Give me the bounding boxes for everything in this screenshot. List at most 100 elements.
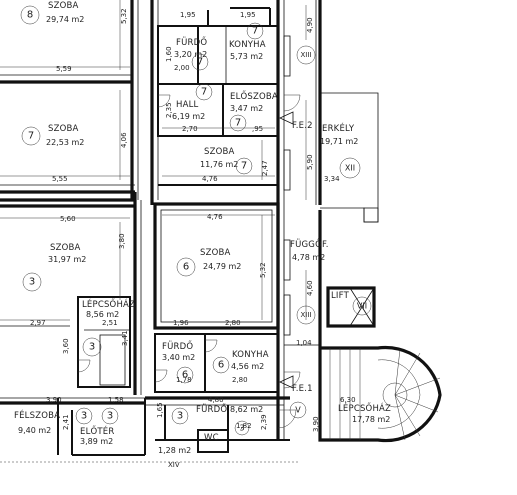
dimension-label: 3,90 [46, 396, 62, 404]
dimension-label: 3,80 [118, 233, 126, 249]
dimension-label: 1,95 [240, 11, 256, 19]
misc-labels: F.E.2 F.E.1 XIV 6,30 [168, 121, 356, 469]
dimension-label: 5,90 [306, 154, 314, 170]
unit-number: 3 [29, 277, 35, 288]
dimension-label: 5,32 [120, 8, 128, 24]
dimension-label: 2,35 [165, 102, 173, 118]
room-area: 3,40 m2 [162, 353, 195, 362]
room-area: 19,71 m2 [320, 137, 358, 146]
dimension-label: 3,41 [121, 330, 129, 346]
room-area: 4,78 m2 [292, 253, 325, 262]
dimension-label: 4,80 [208, 396, 224, 404]
room-name: ELŐSZOBA [230, 91, 278, 102]
dimension-label: 4,76 [207, 213, 223, 221]
dimension-label: 2,39 [260, 414, 268, 430]
entrance-label: F.E.1 [292, 384, 313, 394]
dimension-label: 1,82 [236, 422, 252, 430]
room-name: FÜRDŐ [196, 404, 227, 415]
room-area: 6,19 m2 [172, 112, 205, 121]
room-area: 8,62 m2 [230, 405, 263, 414]
dimension-label: 4,76 [202, 175, 218, 183]
dimension-label: 1,60 [165, 46, 173, 62]
dimension-label: ,95 [252, 125, 263, 133]
dimension-label: 5,59 [56, 65, 72, 73]
unit-number: XII [345, 164, 355, 173]
dimensions: 5,59 5,32 1,95 1,95 1,60 2,00 4,06 5,55 … [30, 8, 340, 432]
room-name: ERKÉLY [322, 122, 355, 134]
unit-number: 3 [177, 411, 183, 422]
unit-number: 7 [28, 131, 34, 142]
dimension-label: 1,95 [180, 11, 196, 19]
dimension-label: 2,47 [261, 160, 269, 176]
room-name: SZOBA [48, 124, 79, 134]
dimension-label: 1,58 [108, 396, 124, 404]
dimension-label: 3,60 [62, 338, 70, 354]
room-name: SZOBA [200, 248, 231, 258]
entrance-label: F.E.2 [292, 121, 313, 131]
dimension-label: 3,34 [324, 175, 340, 183]
unit-number: 3 [81, 411, 87, 422]
dimension-label: 1,96 [173, 319, 189, 327]
room-area: 5,73 m2 [230, 52, 263, 61]
dimension-label: 1,65 [156, 402, 164, 418]
room-labels: SZOBA 29,74 m2 FÜRDŐ 3,20 m2 KONYHA 5,73… [14, 1, 391, 455]
room-area: 4,56 m2 [231, 362, 264, 371]
dimension-label: 3,90 [312, 416, 320, 432]
unit-number: 3 [89, 342, 95, 353]
dimension-label: 5,32 [259, 262, 267, 278]
unit-markers: 8 7 7 7 7 7 7 XII 3 6 XIII 3 6 6 VII 3 3… [20, 5, 372, 436]
room-name: SZOBA [48, 1, 79, 11]
room-name: KONYHA [232, 350, 269, 360]
room-area: 9,40 m2 [18, 426, 51, 435]
room-name: FÉLSZOBA [14, 409, 60, 421]
room-name: ELŐTÉR [80, 425, 114, 437]
axis-label: XIV [168, 461, 180, 469]
dimension-label: 1,04 [296, 339, 312, 347]
room-name: FÜRDŐ [176, 37, 207, 48]
room-area: 8,56 m2 [86, 310, 119, 319]
room-area: 31,97 m2 [48, 255, 86, 264]
room-area: 1,28 m2 [158, 446, 191, 455]
unit-number: 6 [183, 262, 189, 273]
room-name: FÜRDŐ [162, 341, 193, 352]
dimension-label: 5,60 [60, 215, 76, 223]
room-area: 24,79 m2 [203, 262, 241, 271]
unit-number: XIII [301, 311, 312, 319]
unit-number: 7 [197, 57, 203, 68]
unit-number: 6 [218, 360, 224, 371]
room-name: LÉPCSŐHÁZ [338, 402, 391, 414]
room-name: LIFT [331, 291, 350, 301]
room-name: SZOBA [204, 147, 235, 157]
unit-number: 3 [239, 424, 244, 433]
room-area: 29,74 m2 [46, 15, 84, 24]
room-name: WC [204, 433, 219, 443]
unit-number: 8 [27, 10, 33, 21]
dimension-label: 4,06 [120, 132, 128, 148]
dimension-label: 1,78 [176, 376, 192, 384]
dimension-label: 2,41 [62, 414, 70, 430]
unit-number: 7 [201, 87, 207, 98]
dimension-label: 2,80 [232, 376, 248, 384]
room-area: 3,47 m2 [230, 104, 263, 113]
unit-number: 7 [252, 26, 258, 37]
dimension-label: 5,55 [52, 175, 68, 183]
dimension-label: 2,70 [182, 125, 198, 133]
unit-number: 7 [241, 161, 247, 172]
unit-number: 7 [235, 118, 241, 129]
dimension-label: 2,80 [225, 319, 241, 327]
unit-number: V [295, 406, 301, 415]
room-area: 22,53 m2 [46, 138, 84, 147]
dimension-label: 2,97 [30, 319, 46, 327]
unit-number: XIII [301, 51, 312, 59]
room-name: KONYHA [229, 40, 266, 50]
room-name: SZOBA [50, 243, 81, 253]
walls [0, 0, 442, 463]
room-area: 3,89 m2 [80, 437, 113, 446]
room-name: HALL [176, 100, 199, 110]
unit-number: 3 [107, 411, 113, 422]
room-name: FÜGGŐF. [290, 239, 329, 250]
dimension-label: 2,00 [174, 64, 190, 72]
dimension-label: 4,60 [306, 280, 314, 296]
room-area: 17,78 m2 [352, 415, 390, 424]
unit-number: VII [357, 302, 367, 311]
